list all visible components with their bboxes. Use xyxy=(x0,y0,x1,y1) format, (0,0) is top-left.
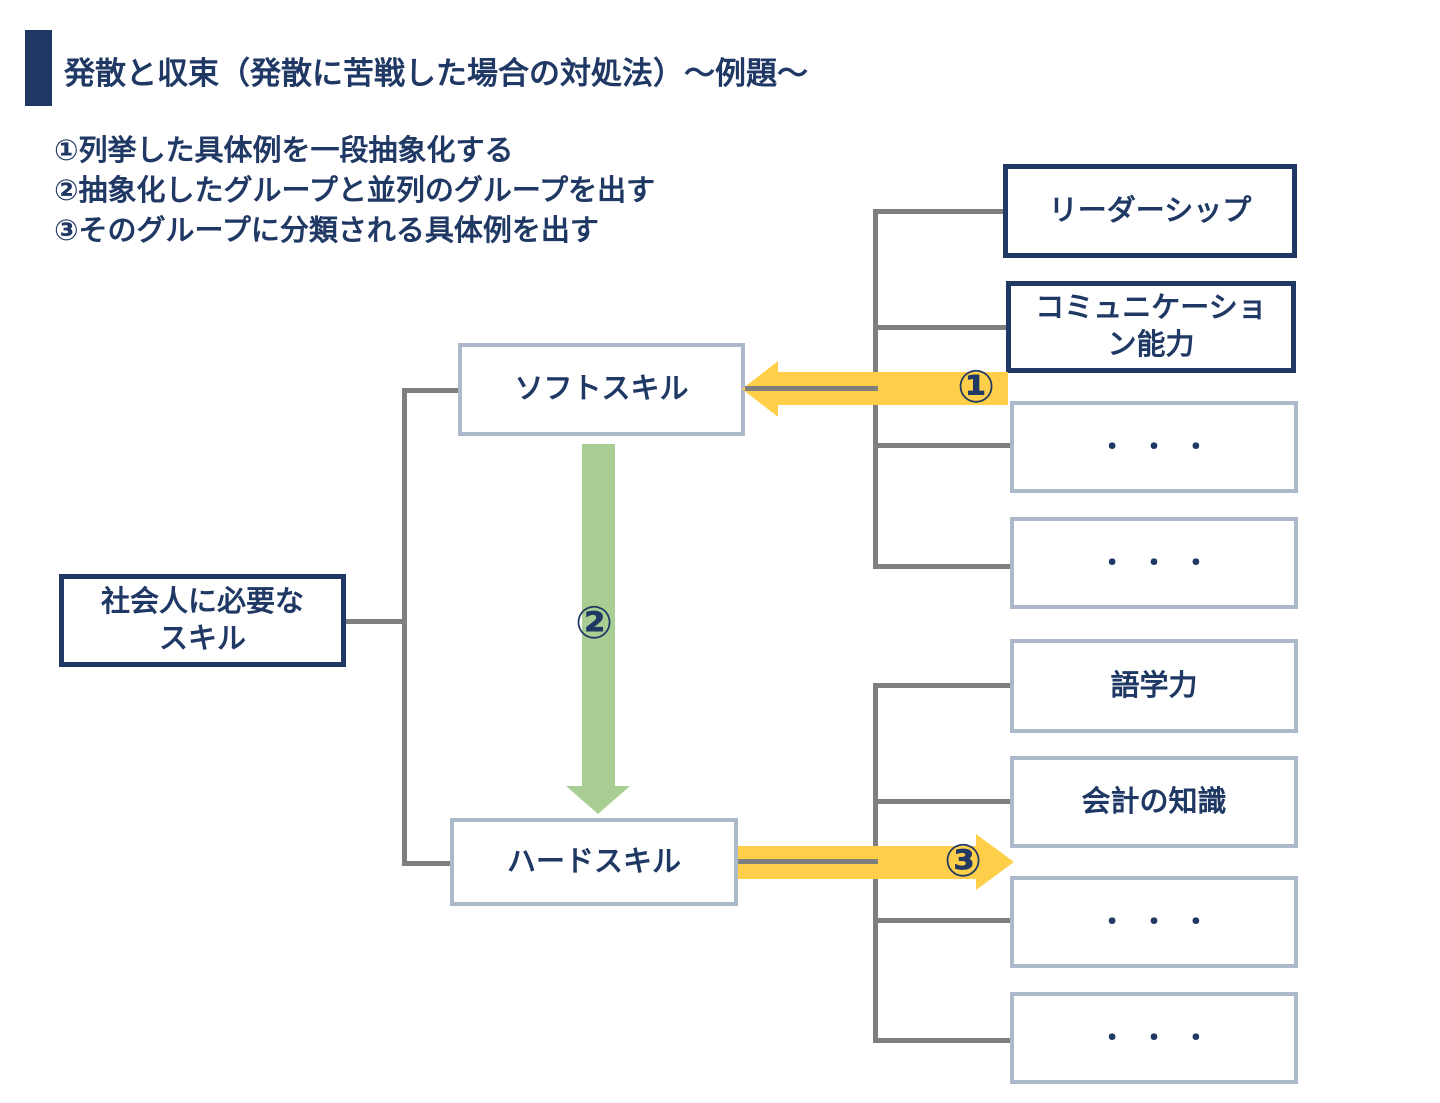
concretize-arrow-head xyxy=(976,834,1014,890)
parallel-group-arrow-head xyxy=(566,786,630,814)
leaf-label: 会計の知識 xyxy=(1081,785,1227,818)
connector-line xyxy=(873,443,1012,448)
connector-line xyxy=(873,799,1012,804)
step-2-badge: ② xyxy=(575,597,614,648)
leaf-label: 語学力 xyxy=(1110,669,1198,702)
root-skill-label-line1: 社会人に必要な xyxy=(100,585,304,618)
connector-line xyxy=(873,325,1009,330)
connector-line xyxy=(873,1038,1012,1043)
soft-skill-box: ソフトスキル xyxy=(458,343,745,436)
connector-line xyxy=(873,918,1012,923)
leaf-box-communication: コミュニケーショ ン能力 xyxy=(1006,281,1296,373)
connector-line-through-arrow xyxy=(738,859,878,864)
step-3-badge: ③ xyxy=(944,835,983,886)
leaf-box-soft-etc-1: ・・・ xyxy=(1010,401,1298,493)
leaf-box-leadership: リーダーシップ xyxy=(1003,164,1297,258)
root-skill-box: 社会人に必要な スキル xyxy=(59,574,346,667)
hard-skill-label: ハードスキル xyxy=(506,845,681,878)
instruction-step-1: ①列挙した具体例を一段抽象化する xyxy=(54,135,514,167)
instruction-step-3: ③そのグループに分類される具体例を出す xyxy=(54,215,599,247)
leaf-label: ・・・ xyxy=(1098,1022,1225,1053)
leaf-box-hard-etc-1: ・・・ xyxy=(1010,876,1298,968)
instruction-step-2: ②抽象化したグループと並列のグループを出す xyxy=(54,175,656,207)
hard-skill-box: ハードスキル xyxy=(450,818,738,906)
root-skill-label-line2: スキル xyxy=(158,622,246,655)
step-1-badge: ① xyxy=(957,361,996,412)
soft-skill-label: ソフトスキル xyxy=(514,373,689,405)
leaf-box-language: 語学力 xyxy=(1010,639,1298,733)
connector-line xyxy=(873,683,1012,688)
leaf-label: ・・・ xyxy=(1098,547,1225,578)
connector-line xyxy=(402,388,407,866)
page-title: 発散と収束（発散に苦戦した場合の対処法）〜例題〜 xyxy=(64,56,808,91)
parallel-group-arrow-body xyxy=(582,444,615,786)
leaf-label: ・・・ xyxy=(1098,906,1225,937)
connector-line xyxy=(873,564,1012,569)
connector-line xyxy=(346,619,407,624)
title-accent-bar xyxy=(25,30,52,106)
leaf-box-hard-etc-2: ・・・ xyxy=(1010,992,1298,1084)
connector-line-through-arrow xyxy=(745,386,878,391)
leaf-label-line1: コミュニケーショ xyxy=(1035,292,1267,324)
connector-line xyxy=(402,861,454,866)
connector-line xyxy=(873,209,1006,214)
leaf-box-soft-etc-2: ・・・ xyxy=(1010,517,1298,609)
leaf-label-line2: ン能力 xyxy=(1107,329,1195,361)
connector-line xyxy=(402,388,460,393)
leaf-box-accounting: 会計の知識 xyxy=(1010,756,1298,848)
leaf-label: リーダーシップ xyxy=(1048,194,1252,227)
leaf-label: ・・・ xyxy=(1098,431,1225,462)
